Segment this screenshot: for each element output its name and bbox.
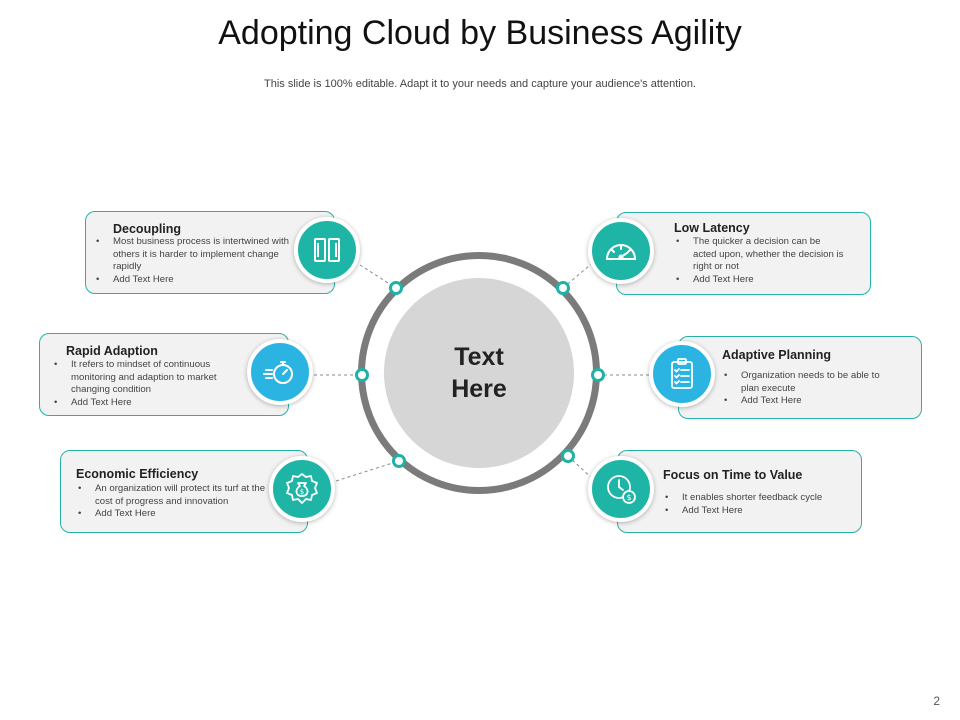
card-title: Focus on Time to Value: [663, 468, 803, 482]
slide-subtitle: This slide is 100% editable. Adapt it to…: [264, 78, 696, 90]
card-title: Decoupling: [113, 222, 182, 236]
card-title: Adaptive Planning: [722, 348, 832, 362]
clock-dollar-icon: $: [588, 456, 654, 522]
card-title: Economic Efficiency: [76, 467, 199, 481]
bullet-item: Most business process is intertwined wit…: [94, 236, 294, 274]
bullet-item: Add Text Here: [94, 274, 294, 287]
card-bullets: Organization needs to be able to plan ex…: [722, 370, 882, 408]
ring-connector-dot: [355, 368, 369, 382]
card-bullets: Most business process is intertwined wit…: [94, 236, 294, 286]
bullet-item: Add Text Here: [722, 395, 882, 408]
svg-text:$: $: [300, 488, 304, 496]
bullet-item: It refers to mindset of continuous monit…: [52, 359, 242, 397]
bullet-item: Organization needs to be able to plan ex…: [722, 370, 882, 395]
card-focus-time-to-value: Focus on Time to Value It enables shorte…: [617, 450, 862, 533]
bullet-item: Add Text Here: [663, 505, 853, 518]
card-decoupling: Decoupling Most business process is inte…: [85, 211, 335, 294]
page-number: 2: [933, 694, 940, 708]
bullet-item: An organization will protect its turf at…: [76, 483, 272, 508]
stopwatch-icon: [247, 339, 313, 405]
ring-connector-dot: [591, 368, 605, 382]
bullet-item: The quicker a decision can be acted upon…: [674, 236, 846, 274]
card-bullets: An organization will protect its turf at…: [76, 483, 272, 521]
bullet-item: Add Text Here: [76, 508, 272, 521]
speedometer-icon: [588, 218, 654, 284]
ring-connector-dot: [561, 449, 575, 463]
card-bullets: The quicker a decision can be acted upon…: [674, 236, 846, 286]
card-low-latency: Low Latency The quicker a decision can b…: [616, 212, 871, 295]
book-icon: [294, 217, 360, 283]
money-bag-icon: $: [269, 456, 335, 522]
card-economic-efficiency: Economic Efficiency An organization will…: [60, 450, 308, 533]
card-title: Low Latency: [674, 221, 750, 235]
clipboard-checklist-icon: [649, 341, 715, 407]
svg-text:$: $: [626, 493, 631, 502]
ring-connector-dot: [556, 281, 570, 295]
ring-connector-dot: [389, 281, 403, 295]
bullet-item: Add Text Here: [52, 397, 242, 410]
card-bullets: It refers to mindset of continuous monit…: [52, 359, 242, 409]
bullet-item: Add Text Here: [674, 274, 846, 287]
bullet-item: It enables shorter feedback cycle: [663, 492, 853, 505]
slide-title: Adopting Cloud by Business Agility: [218, 14, 742, 52]
card-bullets: It enables shorter feedback cycle Add Te…: [663, 492, 853, 517]
ring-connector-dot: [392, 454, 406, 468]
center-text-circle: Text Here: [384, 278, 574, 468]
card-title: Rapid Adaption: [66, 344, 158, 358]
